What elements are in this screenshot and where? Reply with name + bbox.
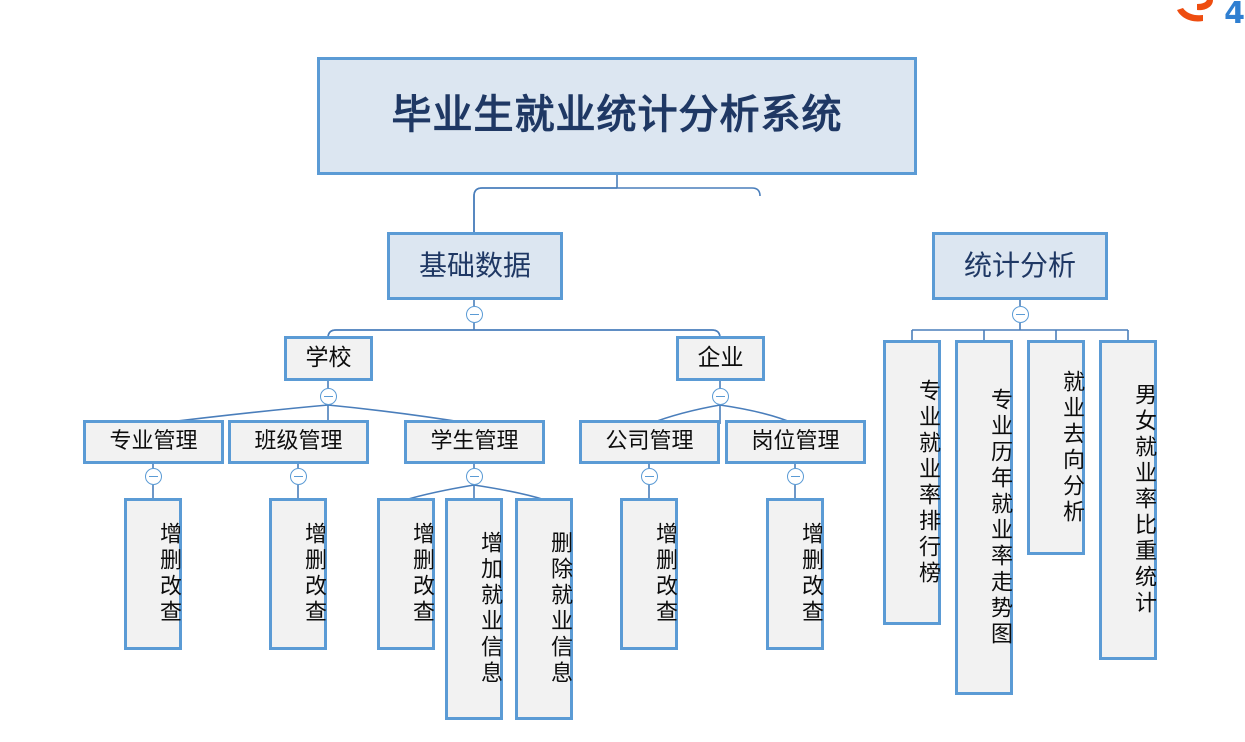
- node-crud-class-label: 增删改查: [301, 522, 326, 626]
- node-crud-major-label: 增删改查: [156, 522, 181, 626]
- logo-char: 4: [1224, 0, 1245, 31]
- collapse-icon-company-management[interactable]: [641, 468, 658, 485]
- node-delete-employment-info[interactable]: 删除就业信息: [515, 498, 573, 720]
- collapse-icon-enterprise[interactable]: [712, 388, 729, 405]
- node-add-employment-info-label: 增加就业信息: [477, 531, 502, 687]
- collapse-icon-major-management[interactable]: [145, 468, 162, 485]
- node-crud-class[interactable]: 增删改查: [269, 498, 327, 650]
- node-gender-employment-ratio-label: 男女就业率比重统计: [1131, 383, 1156, 617]
- collapse-icon-school[interactable]: [320, 388, 337, 405]
- collapse-icon-basic-data[interactable]: [466, 306, 483, 323]
- node-major-yearly-trend[interactable]: 专业历年就业率走势图: [955, 340, 1013, 695]
- collapse-icon-position-management[interactable]: [787, 468, 804, 485]
- collapse-icon-stat-analysis[interactable]: [1012, 306, 1029, 323]
- node-basic-data[interactable]: 基础数据: [387, 232, 563, 300]
- node-crud-company[interactable]: 增删改查: [620, 498, 678, 650]
- node-employment-destination-label: 就业去向分析: [1059, 369, 1084, 526]
- node-delete-employment-info-label: 删除就业信息: [547, 531, 572, 687]
- node-crud-student[interactable]: 增删改查: [377, 498, 435, 650]
- node-employment-destination[interactable]: 就业去向分析: [1027, 340, 1085, 555]
- node-crud-student-label: 增删改查: [409, 522, 434, 626]
- node-major-yearly-trend-label: 专业历年就业率走势图: [987, 387, 1012, 648]
- node-enterprise[interactable]: 企业: [676, 336, 765, 381]
- node-position-management[interactable]: 岗位管理: [725, 420, 866, 464]
- node-add-employment-info[interactable]: 增加就业信息: [445, 498, 503, 720]
- node-student-management[interactable]: 学生管理: [404, 420, 545, 464]
- node-school[interactable]: 学校: [284, 336, 373, 381]
- collapse-icon-student-management[interactable]: [466, 468, 483, 485]
- node-company-management[interactable]: 公司管理: [579, 420, 720, 464]
- node-major-management[interactable]: 专业管理: [83, 420, 224, 464]
- node-crud-position[interactable]: 增删改查: [766, 498, 824, 650]
- orange-e-logo-icon: [1177, 0, 1213, 22]
- node-class-management[interactable]: 班级管理: [228, 420, 369, 464]
- node-crud-company-label: 增删改查: [652, 522, 677, 626]
- node-major-employment-rank[interactable]: 专业就业率排行榜: [883, 340, 941, 625]
- node-major-employment-rank-label: 专业就业率排行榜: [915, 378, 940, 587]
- node-crud-position-label: 增删改查: [798, 522, 823, 626]
- collapse-icon-class-management[interactable]: [290, 468, 307, 485]
- node-stat-analysis[interactable]: 统计分析: [932, 232, 1108, 300]
- node-gender-employment-ratio[interactable]: 男女就业率比重统计: [1099, 340, 1157, 660]
- node-crud-major[interactable]: 增删改查: [124, 498, 182, 650]
- node-root[interactable]: 毕业生就业统计分析系统: [317, 57, 917, 175]
